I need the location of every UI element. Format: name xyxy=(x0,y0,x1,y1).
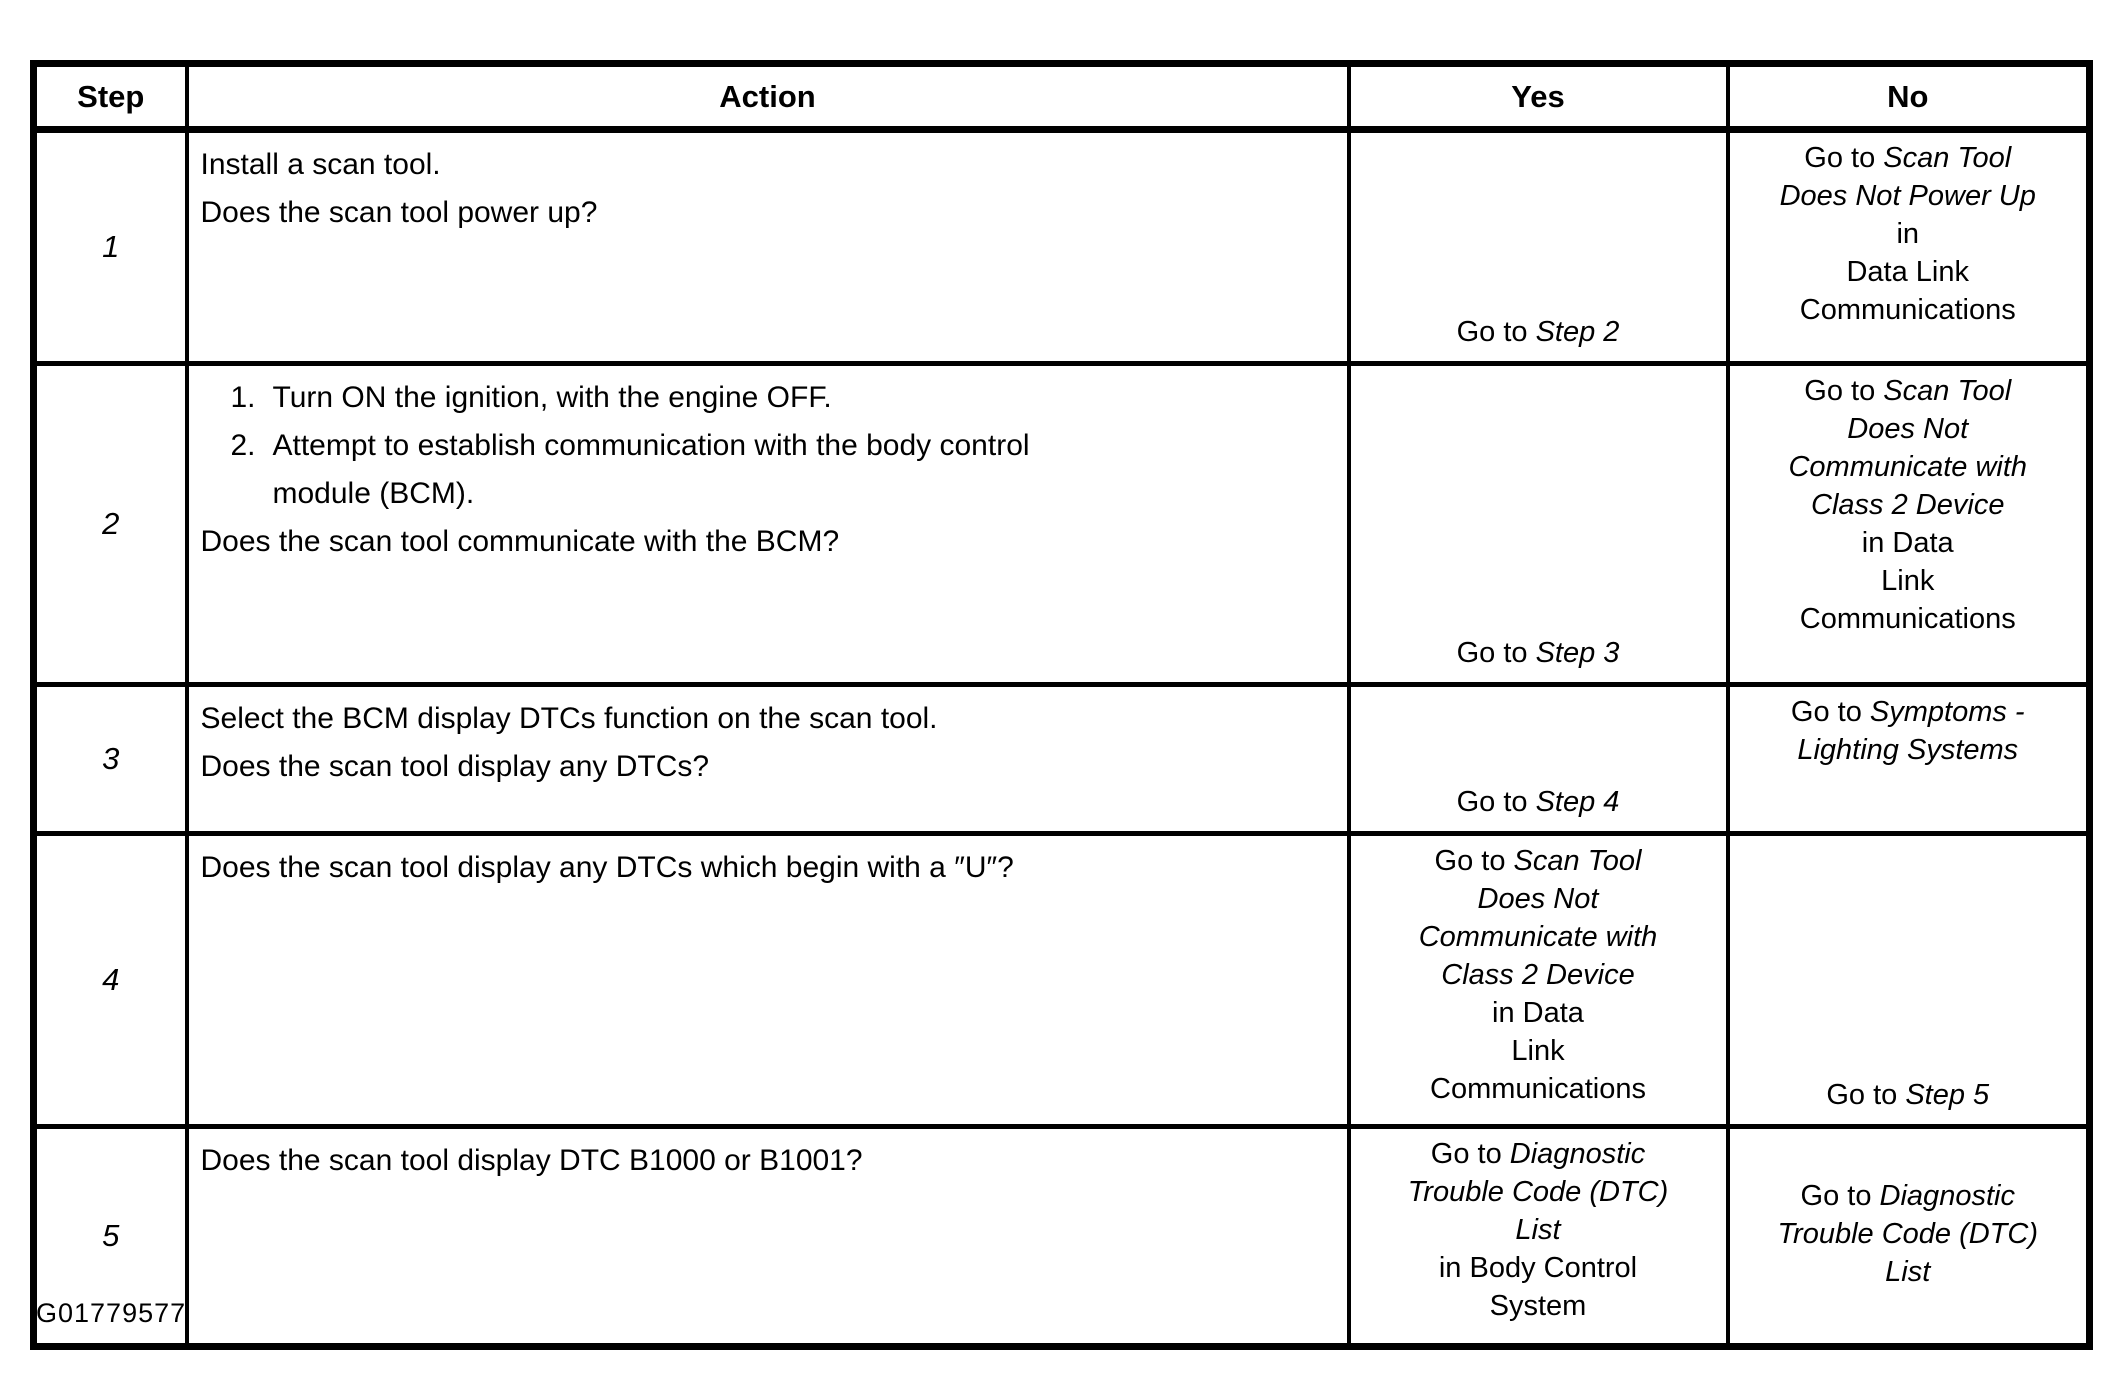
column-header-action: Action xyxy=(186,63,1351,133)
header-row: Step Action Yes No xyxy=(33,63,2092,133)
list-number: 2. xyxy=(230,429,256,462)
action-question: Does the scan tool display any DTCs whic… xyxy=(200,851,1014,884)
step-cell: 1 xyxy=(33,129,189,366)
list-item-text: Attempt to establish communication with … xyxy=(272,429,1030,510)
table-row: 1 Install a scan tool. Does the scan too… xyxy=(33,129,2092,366)
yes-cell-text: Go to Step 4 xyxy=(1456,786,1620,818)
action-cell: Does the scan tool display DTC B1000 or … xyxy=(186,1126,1351,1349)
no-cell-text: Go to Symptoms -Lighting Systems xyxy=(1790,696,2025,766)
yes-cell: Go to Step 4 xyxy=(1348,684,1730,836)
action-cell: Install a scan tool. Does the scan tool … xyxy=(186,129,1351,366)
action-text: Select the BCM display DTCs function on … xyxy=(200,702,938,735)
action-question: Does the scan tool power up? xyxy=(200,196,598,229)
action-cell: Select the BCM display DTCs function on … xyxy=(186,684,1351,836)
action-question: Does the scan tool display any DTCs? xyxy=(200,750,710,783)
no-cell: Go to Symptoms -Lighting Systems xyxy=(1727,684,2092,836)
action-cell: Does the scan tool display any DTCs whic… xyxy=(186,833,1351,1129)
column-header-no: No xyxy=(1727,63,2092,133)
step-cell: 4 xyxy=(33,833,189,1129)
diagnostic-table-wrap: Step Action Yes No 1 Install a scan tool… xyxy=(30,60,2093,1350)
action-text: Install a scan tool. xyxy=(200,148,441,181)
diagnostic-table: Step Action Yes No 1 Install a scan tool… xyxy=(30,60,2093,1350)
yes-cell: Go to Step 3 xyxy=(1348,363,1730,687)
column-header-step: Step xyxy=(33,63,189,133)
action-list-item: 2. Attempt to establish communication wi… xyxy=(231,422,1337,518)
action-list-item: 1. Turn ON the ignition, with the engine… xyxy=(231,374,1337,422)
action-question: Does the scan tool display DTC B1000 or … xyxy=(200,1144,863,1177)
step-cell: 5 xyxy=(33,1126,189,1349)
action-cell: 1. Turn ON the ignition, with the engine… xyxy=(186,363,1351,687)
step-cell: 2 xyxy=(33,363,189,687)
yes-cell-text: Go to Step 2 xyxy=(1456,316,1620,348)
table-row: 4 Does the scan tool display any DTCs wh… xyxy=(33,833,2092,1129)
figure-id-label: G01779577 xyxy=(36,1298,187,1328)
no-cell: Go to Step 5 xyxy=(1727,833,2092,1129)
action-question: Does the scan tool communicate with the … xyxy=(200,525,840,558)
column-header-yes: Yes xyxy=(1348,63,1730,133)
list-item-text: Turn ON the ignition, with the engine OF… xyxy=(272,381,832,414)
table-row: 3 Select the BCM display DTCs function o… xyxy=(33,684,2092,836)
list-number: 1. xyxy=(230,381,256,414)
table-row: 5 Does the scan tool display DTC B1000 o… xyxy=(33,1126,2092,1349)
no-cell-text: Go to Step 5 xyxy=(1826,1079,1990,1111)
yes-cell: Go to Step 2 xyxy=(1348,129,1730,366)
table-row: 2 1. Turn ON the ignition, with the engi… xyxy=(33,363,2092,687)
step-cell: 3 xyxy=(33,684,189,836)
yes-cell-text: Go to Step 3 xyxy=(1456,637,1620,669)
